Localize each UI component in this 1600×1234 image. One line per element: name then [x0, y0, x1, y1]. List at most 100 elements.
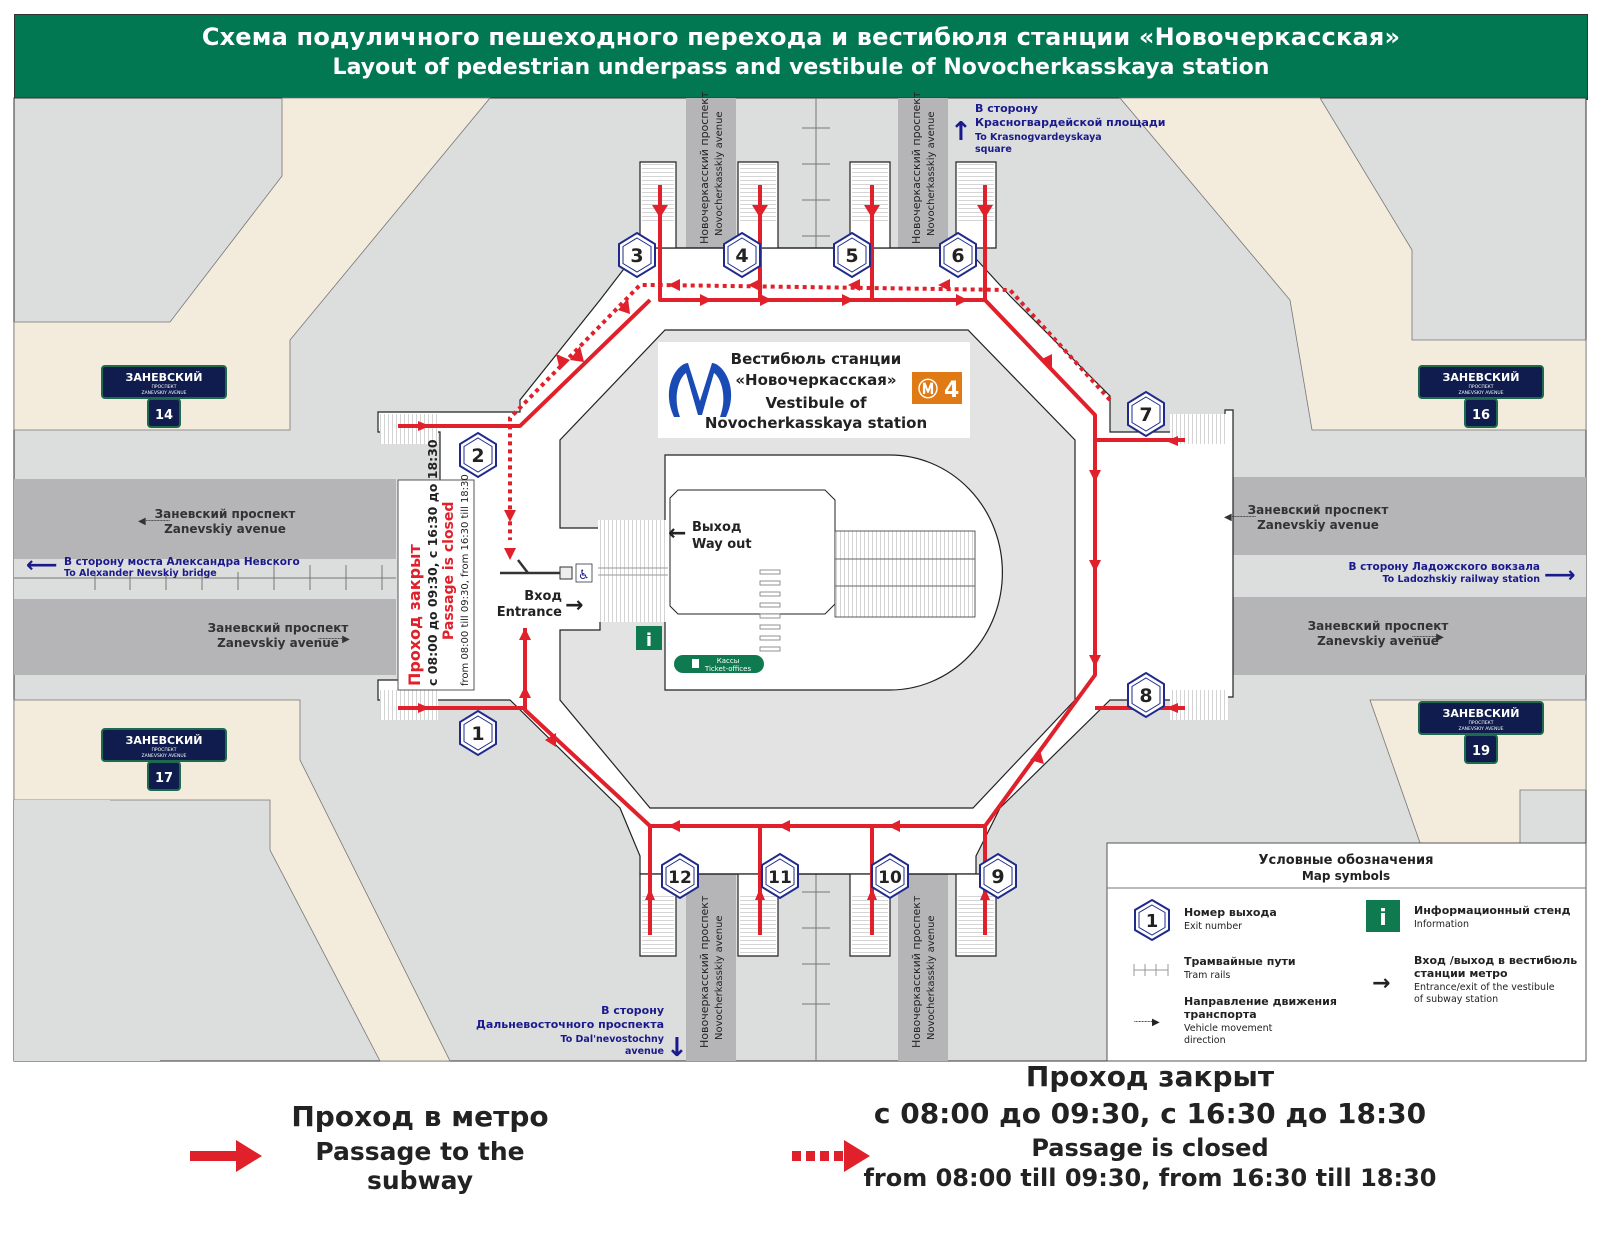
closed-notice-box — [397, 479, 475, 691]
legend-vehicle-en-1: Vehicle movement — [1184, 1023, 1273, 1034]
direction-west-ru: В сторону моста Александра Невского — [64, 556, 300, 568]
legend-exit-ru: Номер выхода — [1184, 906, 1277, 919]
exit-badge-7: 7 — [1127, 390, 1165, 438]
ticket-label-en: Ticket-offices — [704, 665, 752, 673]
exit-stub-north — [639, 161, 997, 249]
road-zanevskiy-west-south — [14, 599, 396, 675]
street-sign-name: ЗАНЕВСКИЙ — [1443, 371, 1520, 384]
legend-tram-en: Tram rails — [1183, 970, 1230, 981]
metro-logo-icon — [668, 363, 732, 417]
entrance-arrow-icon: → — [565, 593, 583, 618]
legend-exit-sample: 1 — [1146, 911, 1159, 932]
legend-closed-ru-1: Проход закрыт — [1025, 1060, 1275, 1093]
closed-notice-en-times: from 08:00 till 09:30, from 16:30 till 1… — [460, 474, 471, 686]
street-sign-name: ЗАНЕВСКИЙ — [126, 734, 203, 747]
ticket-label-ru: Кассы — [717, 657, 739, 665]
exit-badge-11: 11 — [761, 852, 799, 900]
exit-number: 10 — [878, 868, 902, 888]
exit-number: 8 — [1139, 685, 1152, 707]
street-sign-sub: ПРОСПЕКТ — [1469, 384, 1494, 390]
gate-post — [559, 566, 573, 580]
exit-badge-8: 8 — [1127, 671, 1165, 719]
legend-tram-rails-icon — [1133, 964, 1169, 976]
line4-number: 4 — [944, 378, 959, 403]
ticket-icon — [692, 659, 699, 668]
closed-notice-en-title: Passage is closed — [441, 502, 457, 640]
direction-west-arrow-icon: ⟵ — [26, 553, 58, 578]
way-out-label-ru: Выход — [692, 520, 741, 535]
legend-exit-en: Exit number — [1184, 921, 1242, 932]
tram-rails-west — [14, 565, 396, 590]
road-tram-east — [1150, 555, 1586, 597]
legend-open-ru: Проход в метро — [291, 1100, 549, 1133]
closed-notice-ru-title: Проход закрыт — [405, 543, 424, 686]
exit-number: 5 — [845, 245, 858, 267]
legend-entrance-arrow-icon: → — [1372, 971, 1390, 996]
direction-south-ru-1: В сторону — [601, 1004, 664, 1017]
road-tram-west — [14, 559, 396, 599]
legend-closed-en-2: from 08:00 till 09:30, from 16:30 till 1… — [863, 1164, 1437, 1192]
direction-north-arrow-icon: ↑ — [950, 117, 972, 147]
header-title-ru: Схема подуличного пешеходного перехода и… — [201, 23, 1401, 51]
vestibule-title-card — [658, 342, 970, 438]
exit-badge-6: 6 — [939, 231, 977, 279]
closed-notice-ru-times: с 08:00 до 09:30, с 16:30 до 18:30 — [425, 439, 440, 686]
direction-north-ru-1: В сторону — [975, 102, 1038, 115]
turnstiles — [759, 569, 781, 652]
legend-entrance-en-1: Entrance/exit of the vestibule — [1414, 982, 1555, 993]
legend-vehicle-ru-1: Направление движения — [1184, 995, 1337, 1008]
street-sign-sub: ПРОСПЕКТ — [152, 747, 177, 753]
exit-badge-3: 3 — [618, 231, 656, 279]
info-glyph: i — [646, 630, 652, 651]
road-novocherkasskiy-north-w — [686, 98, 736, 248]
legend-closed-ru-2: с 08:00 до 09:30, с 16:30 до 18:30 — [873, 1097, 1427, 1130]
street-label-zanevskiy-en-e2: Zanevskiy avenue — [1317, 634, 1439, 648]
exit-number: 3 — [630, 245, 643, 267]
direction-north-ru-2: Красногвардейской площади — [975, 116, 1166, 129]
road-novocherkasskiy-north-e — [898, 98, 948, 248]
road-novocherkasskiy-south-e — [898, 874, 948, 1061]
exit-number: 9 — [991, 866, 1004, 888]
entrance-stairs — [598, 520, 668, 622]
passage-arrowheads — [418, 205, 1178, 900]
direction-east-arrow-icon: ⟶ — [1544, 563, 1576, 588]
tram-rails-south — [802, 874, 830, 1061]
exit-number: 1 — [471, 723, 484, 745]
street-sign-en: ZANEVSKIY AVENUE — [142, 753, 187, 759]
inner-island — [559, 329, 1076, 809]
street-sign-en: ZANEVSKIY AVENUE — [1459, 726, 1504, 732]
info-stand-icon — [636, 626, 662, 650]
line4-badge — [912, 372, 962, 404]
vehicle-direction-east-icon: ┈┈┈┈▶ — [318, 634, 350, 645]
vestibule-inner-room — [669, 489, 836, 615]
street-label-novocherkasskiy-en-se: Novocherkasskiy avenue — [926, 915, 937, 1040]
vestibule-title-ru-2: «Новочеркасская» — [735, 371, 896, 389]
direction-south-arrow-icon: ↓ — [666, 1033, 688, 1063]
vestibule-title-en-2: Novocherkasskaya station — [705, 414, 927, 432]
road-novocherkasskiy-south-w — [686, 874, 736, 1061]
legend-entrance-en-2: of subway station — [1414, 994, 1498, 1005]
legend-info-icon — [1366, 900, 1400, 932]
closed-arrowheads — [504, 279, 950, 560]
map-symbols-title-ru: Условные обозначения — [1259, 853, 1434, 868]
bottom-legend: Проход в метро Passage to the subway Про… — [0, 1060, 1600, 1230]
street-label-zanevskiy-en-e1: Zanevskiy avenue — [1257, 518, 1379, 532]
tram-rails-north — [802, 98, 830, 248]
street-sign-sub: ПРОСПЕКТ — [152, 384, 177, 390]
street-sign-number: 14 — [155, 408, 173, 423]
street-sign-number: 19 — [1472, 744, 1490, 759]
street-label-zanevskiy-ru-w1: Заневский проспект — [155, 507, 296, 521]
direction-south-en-1: To Dal'nevostochny — [560, 1034, 664, 1045]
entrance-label-ru: Вход — [524, 589, 562, 604]
street-label-novocherkasskiy-ru-nw: Новочеркасский проспект — [698, 91, 711, 244]
direction-south-en-2: avenue — [625, 1046, 664, 1057]
vehicle-direction-east-icon-2: ┈┈┈┈▶ — [1412, 632, 1444, 643]
exit-number: 2 — [471, 445, 484, 467]
svg-text:i: i — [1379, 906, 1387, 931]
